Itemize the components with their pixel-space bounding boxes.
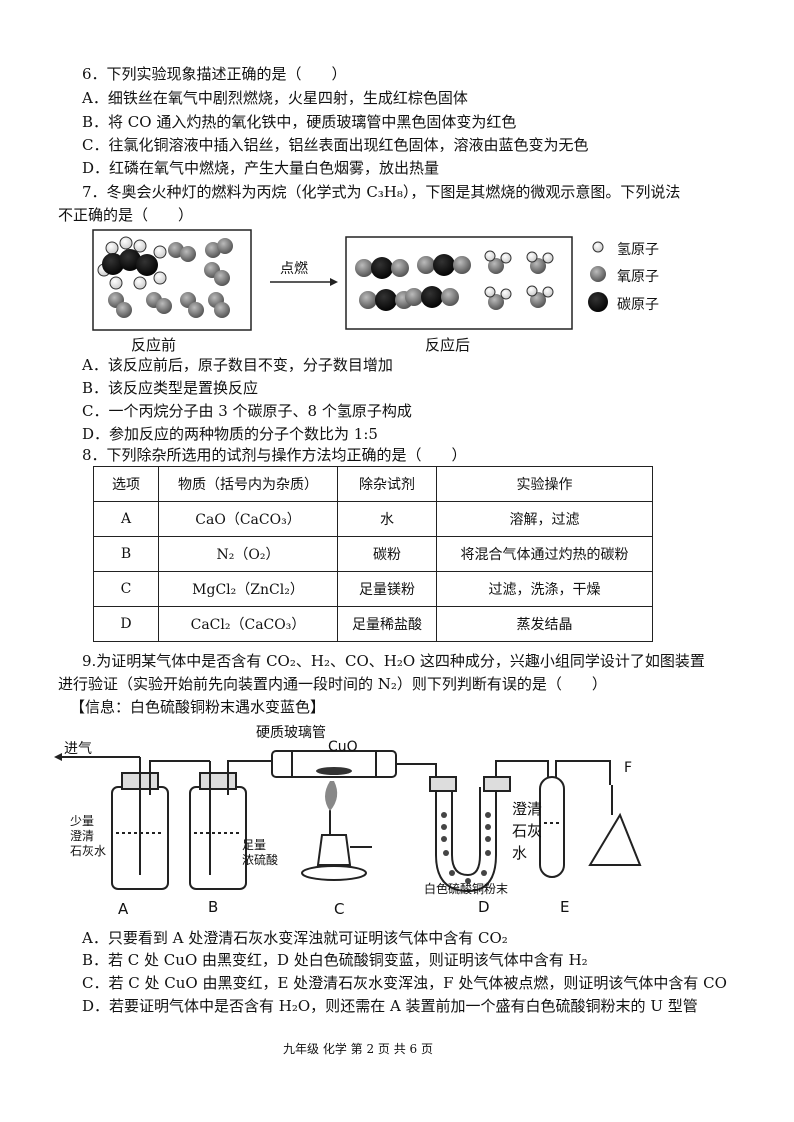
arrow-label: 点燃 xyxy=(280,261,308,277)
combustion-diagram xyxy=(92,229,608,331)
row-operation: 溶解，过滤 xyxy=(436,501,653,537)
row-reagent: 碳粉 xyxy=(337,536,437,572)
q9-option-c: C．若 C 处 CuO 由黑变红，E 处澄清石灰水变浑浊，F 处气体被点燃，则证… xyxy=(82,974,727,992)
q7-stem-line2: 不正确的是（ ） xyxy=(58,206,194,224)
header-reagent: 除杂试剂 xyxy=(337,466,437,502)
label-b: B xyxy=(208,898,219,916)
q6-option-a: A．细铁丝在氧气中剧烈燃烧，火星四射，生成红棕色固体 xyxy=(82,89,468,107)
table-row: C MgCl₂（ZnCl₂） 足量镁粉 过滤，洗涤，干燥 xyxy=(93,571,653,607)
label-d: D xyxy=(478,898,490,916)
q7-option-a: A．该反应前后，原子数目不变，分子数目增加 xyxy=(82,356,393,374)
q6-option-c: C．往氯化铜溶液中插入铝丝，铝丝表面出现红色固体，溶液由蓝色变为无色 xyxy=(82,136,589,154)
legend-carbon: 碳原子 xyxy=(617,297,659,313)
q8-table: 选项 物质（括号内为杂质） 除杂试剂 实验操作 A CaO（CaCO₃） 水 溶… xyxy=(93,466,653,642)
d-content: 白色硫酸铜粉末 xyxy=(424,882,509,896)
legend-oxygen: 氧原子 xyxy=(617,269,659,285)
table-row: A CaO（CaCO₃） 水 溶解，过滤 xyxy=(93,501,653,537)
header-operation: 实验操作 xyxy=(436,466,653,502)
row-substance: N₂（O₂） xyxy=(158,536,338,572)
row-reagent: 水 xyxy=(337,501,437,537)
q7-stem-line1: 7．冬奥会火种灯的燃料为丙烷（化学式为 C₃H₈），下图是其燃烧的微观示意图。下… xyxy=(82,183,681,201)
a-content: 少量澄清石灰水 xyxy=(70,814,107,858)
atom-legend xyxy=(588,241,608,312)
header-substance: 物质（括号内为杂质） xyxy=(158,466,338,502)
cuo-powder xyxy=(316,767,352,775)
after-box xyxy=(345,236,573,330)
label-a: A xyxy=(118,900,129,918)
q6-stem: 6．下列实验现象描述正确的是（ ） xyxy=(82,65,347,83)
q9-stem-line1: 9.为证明某气体中是否含有 CO₂、H₂、CO、H₂O 这四种成分，兴趣小组同学… xyxy=(82,652,705,670)
q9-option-d: D．若要证明气体中是否含有 H₂O，则还需在 A 装置前加一个盛有白色硫酸铜粉末… xyxy=(82,997,698,1015)
row-reagent: 足量镁粉 xyxy=(337,571,437,607)
cuo-label: CuO xyxy=(328,739,358,755)
row-reagent: 足量稀盐酸 xyxy=(337,606,437,642)
row-option: C xyxy=(93,571,159,607)
e-content: 澄清石灰水 xyxy=(512,800,543,862)
flame-icon xyxy=(325,781,338,811)
water-molecules xyxy=(484,250,554,310)
table-row: B N₂（O₂） 碳粉 将混合气体通过灼热的碳粉 xyxy=(93,536,653,572)
q9-option-a: A．只要看到 A 处澄清石灰水变浑浊就可证明该气体中含有 CO₂ xyxy=(82,929,508,947)
q6-option-b: B．将 CO 通入灼热的氧化铁中，硬质玻璃管中黑色固体变为红色 xyxy=(82,113,517,131)
inlet-arrow-icon xyxy=(54,753,62,761)
copper-sulfate-powder xyxy=(441,812,491,884)
row-option: A xyxy=(93,501,159,537)
row-operation: 将混合气体通过灼热的碳粉 xyxy=(436,536,653,572)
apparatus-diagram xyxy=(54,750,642,893)
oxygen-molecules-before xyxy=(108,238,233,318)
q7-option-d: D．参加反应的两种物质的分子个数比为 1:5 xyxy=(82,425,378,443)
table-row: D CaCl₂（CaCO₃） 足量稀盐酸 蒸发结晶 xyxy=(93,606,653,642)
b-content: 足量浓硫酸 xyxy=(242,838,279,867)
label-e: E xyxy=(560,898,570,916)
header-option: 选项 xyxy=(93,466,159,502)
q7-option-c: C．一个丙烷分子由 3 个碳原子、8 个氢原子构成 xyxy=(82,402,412,420)
row-option: D xyxy=(93,606,159,642)
q8-stem: 8．下列除杂所选用的试剂与操作方法均正确的是（ ） xyxy=(82,446,467,464)
row-substance: CaO（CaCO₃） xyxy=(158,501,338,537)
row-substance: CaCl₂（CaCO₃） xyxy=(158,606,338,642)
propane-molecule xyxy=(97,236,167,290)
q9-option-b: B．若 C 处 CuO 由黑变红，D 处白色硫酸铜变蓝，则证明该气体中含有 H₂ xyxy=(82,951,588,969)
table-header-row: 选项 物质（括号内为杂质） 除杂试剂 实验操作 xyxy=(93,466,653,502)
row-operation: 过滤，洗涤，干燥 xyxy=(436,571,653,607)
f-label: F xyxy=(624,760,633,776)
q6-option-d: D．红磷在氧气中燃烧，产生大量白色烟雾，放出热量 xyxy=(82,159,440,177)
q7-option-b: B．该反应类型是置换反应 xyxy=(82,379,259,397)
after-label: 反应后 xyxy=(425,336,471,354)
tube-label: 硬质玻璃管 xyxy=(256,725,326,741)
label-c: C xyxy=(334,900,345,918)
inlet-label: 进气 xyxy=(64,741,92,757)
row-option: B xyxy=(93,536,159,572)
co2-molecules xyxy=(355,254,471,311)
row-substance: MgCl₂（ZnCl₂） xyxy=(158,571,338,607)
page-footer: 九年级 化学 第 2 页 共 6 页 xyxy=(283,1042,433,1056)
q9-stem-line2: 进行验证（实验开始前先向装置内通一段时间的 N₂）则下列判断有误的是（ ） xyxy=(58,675,607,693)
legend-hydrogen: 氢原子 xyxy=(617,242,659,258)
row-operation: 蒸发结晶 xyxy=(436,606,653,642)
before-label: 反应前 xyxy=(131,336,177,354)
q9-info: 【信息：白色硫酸铜粉末遇水变蓝色】 xyxy=(70,698,326,716)
